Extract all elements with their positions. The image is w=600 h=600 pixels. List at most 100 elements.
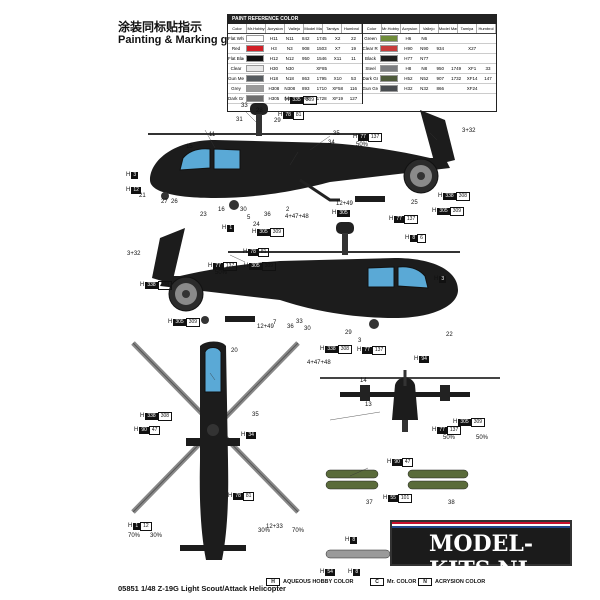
column-header: Color: [363, 24, 382, 33]
paint-code-cell: 863: [301, 76, 310, 81]
paint-row: Gun MetalH18N188631795X1053: [228, 74, 362, 84]
leader-lines: [204, 111, 438, 477]
color-swatch: [380, 45, 399, 52]
paint-table-columns-right: Color Mr.Hobby Acrysion Vallejo Model Ma…: [362, 24, 497, 34]
paint-name: Black: [364, 56, 376, 61]
side-view-right: [152, 222, 460, 329]
paint-code-cell: H11: [269, 36, 278, 41]
paint-code-cell: H30: [269, 66, 279, 71]
paint-code-cell: 1745: [316, 36, 327, 41]
paint-name: Dark Green: [362, 76, 379, 81]
paint-code-cell: 33: [485, 66, 491, 71]
front-view: [320, 370, 500, 432]
paint-row: Flat WhiteH11N118421745X222: [228, 34, 362, 44]
callout-20: 20: [231, 348, 238, 354]
callout-12-49: 12+49: [257, 324, 274, 330]
title-chinese: 涂装同标贴指示: [118, 20, 203, 34]
paint-code-cell: 53: [350, 76, 356, 81]
callout-35: 35: [333, 131, 340, 137]
callout-50pct: 50%: [215, 270, 228, 276]
paint-code-cell: 950: [436, 66, 444, 71]
paint-code-cell: 1795: [316, 76, 327, 81]
paint-code-cell: N18: [285, 76, 294, 81]
paint-code-cell: XF14: [466, 76, 478, 81]
callout-29: 29: [274, 118, 281, 124]
callout-26: 26: [171, 199, 178, 205]
callout-15: 15: [186, 144, 193, 150]
paint-code-cell: H6: [405, 36, 412, 41]
callout-7: 7: [273, 320, 277, 326]
watermark-logo: MODEL-KITS.NL: [390, 520, 572, 583]
paint-code-cell: X7: [334, 46, 341, 51]
paint-code-cell: X11: [333, 56, 342, 61]
paint-code-cell: 1546: [316, 56, 327, 61]
callout-3: 3: [358, 338, 362, 344]
paint-code-cell: N8: [421, 66, 428, 71]
paint-code-cell: 866: [436, 86, 444, 91]
callout-16: 16: [218, 207, 225, 213]
column-header: Tamiya: [323, 24, 343, 33]
paint-code-cell: 11: [351, 56, 356, 61]
paint-code-cell: 893: [301, 86, 310, 91]
column-header: Mr.Hobby: [382, 24, 401, 33]
paint-code-cell: 934: [436, 46, 444, 51]
callout-30: 30: [240, 207, 247, 213]
callout-29: 29: [345, 330, 352, 336]
paint-name: Red: [231, 46, 241, 51]
paint-code-cell: X27: [468, 46, 477, 51]
callout-31: 31: [236, 117, 243, 123]
paint-table-columns-left: Color Mr.Hobby Acrysion Vallejo Model Ma…: [228, 24, 362, 34]
callout-33: 33: [241, 103, 248, 109]
color-swatch: [380, 85, 399, 92]
column-header: Vallejo: [420, 24, 439, 33]
paint-code-cell: 1710: [316, 86, 327, 91]
paint-code-cell: 127: [349, 96, 358, 101]
paint-code-cell: XF24: [466, 86, 478, 91]
callout-70pct-b: 70%: [292, 528, 305, 534]
callout-24: 24: [253, 222, 260, 228]
paint-row: Gun GreyH32N32866XF24: [362, 84, 496, 94]
callout-21: 21: [139, 193, 146, 199]
paint-code-cell: H3: [271, 46, 277, 51]
legend-label-mrcolor: Mr. COLOR: [387, 579, 417, 585]
callout-38: 38: [448, 500, 455, 506]
paint-name: Flat White: [228, 36, 244, 41]
paint-code-cell: 908: [301, 46, 310, 51]
color-swatch: [380, 55, 399, 62]
color-swatch: [245, 65, 264, 72]
legend-label-aqueous: AQUEOUS HOBBY COLOR: [283, 579, 354, 585]
dutch-flag-stripe: [392, 522, 570, 528]
paint-code-cell: N32: [420, 86, 429, 91]
callout-14: 14: [360, 378, 367, 384]
paint-name: Clear Red: [362, 46, 379, 51]
top-view: [131, 341, 300, 560]
paint-code-cell: H305: [268, 96, 280, 101]
paint-code-cell: N30: [285, 66, 294, 71]
paint-name: Dark Grey: [228, 96, 244, 101]
paint-code-cell: 22: [350, 36, 356, 41]
watermark-text: MODEL-KITS.NL: [428, 531, 534, 583]
paint-code-cell: H12: [269, 56, 279, 61]
color-swatch: [380, 65, 399, 72]
paint-code-cell: XF85: [316, 66, 328, 71]
legend-acrysion: N ACRYSION COLOR: [418, 578, 485, 586]
paint-code-cell: 1749: [451, 66, 462, 71]
